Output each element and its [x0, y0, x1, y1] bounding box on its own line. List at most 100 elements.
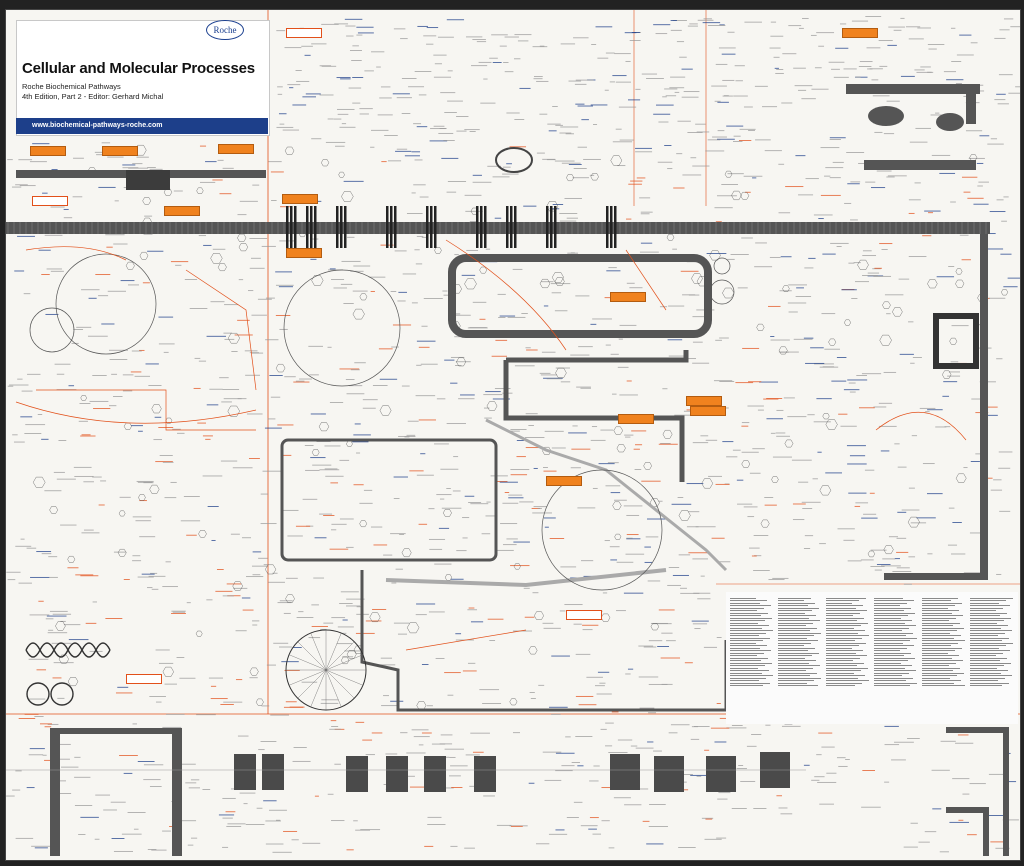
- label-text: [413, 736, 430, 738]
- legend-line: [778, 627, 817, 629]
- label-text: [900, 75, 915, 77]
- label-text: [397, 633, 408, 635]
- label-text: [512, 630, 533, 632]
- label-text: [279, 328, 288, 330]
- label-text: [279, 646, 292, 648]
- label-text: [752, 177, 757, 179]
- molecule-structure: [196, 187, 204, 194]
- label-text: [356, 26, 374, 28]
- label-text: [901, 509, 920, 511]
- label-text: [916, 517, 936, 519]
- label-text: [202, 475, 223, 477]
- molecule-structure: [125, 261, 135, 270]
- label-text: [542, 751, 562, 753]
- label-text: [542, 622, 554, 624]
- label-text: [775, 72, 784, 74]
- label-text: [226, 825, 242, 827]
- label-text: [339, 518, 354, 520]
- molecule-structure: [709, 250, 721, 261]
- label-text: [942, 395, 950, 397]
- label-text: [560, 43, 576, 45]
- poster-edition: 4th Edition, Part 2 - Editor: Gerhard Mi…: [22, 92, 164, 101]
- legend-line: [874, 685, 910, 686]
- label-text: [355, 829, 371, 831]
- legend-line: [922, 617, 956, 619]
- label-text: [519, 87, 531, 89]
- legend-line: [778, 640, 818, 641]
- label-text: [514, 119, 525, 120]
- label-text: [753, 808, 767, 809]
- molecule-structure: [49, 506, 59, 514]
- section-tag: [164, 206, 200, 216]
- label-text: [350, 369, 360, 371]
- label-text: [210, 698, 228, 700]
- legend-line: [778, 665, 820, 666]
- label-text: [426, 705, 433, 707]
- label-text: [874, 131, 883, 133]
- label-text: [782, 53, 797, 55]
- label-text: [971, 398, 984, 400]
- legend-line: [922, 607, 948, 609]
- label-text: [87, 335, 108, 337]
- molecule-structure: [275, 364, 286, 373]
- label-text: [623, 592, 644, 594]
- label-text: [577, 765, 584, 767]
- label-text: [442, 290, 448, 292]
- pathway-diagram: [6, 10, 1020, 856]
- label-text: [479, 318, 486, 320]
- label-text: [681, 789, 689, 791]
- label-text: [319, 469, 340, 471]
- label-text: [30, 576, 50, 578]
- label-text: [568, 432, 587, 434]
- label-text: [421, 732, 432, 734]
- label-text: [95, 274, 111, 276]
- label-text: [979, 135, 990, 137]
- label-text: [260, 741, 277, 742]
- label-text: [692, 623, 708, 625]
- molecule-structure: [341, 191, 354, 202]
- label-text: [664, 145, 672, 146]
- label-text: [111, 373, 118, 375]
- label-text: [783, 397, 795, 399]
- label-text: [714, 207, 733, 209]
- label-text: [393, 28, 406, 30]
- molecule-structure: [162, 666, 174, 677]
- label-text: [849, 391, 856, 393]
- label-text: [813, 421, 831, 423]
- label-text: [401, 385, 410, 387]
- label-text: [198, 360, 207, 362]
- label-text: [147, 167, 156, 168]
- label-text: [862, 255, 877, 257]
- label-text: [883, 133, 895, 135]
- molecule-structure: [949, 337, 958, 345]
- label-text: [292, 647, 302, 648]
- transmembrane-helix: [476, 206, 479, 248]
- label-text: [109, 405, 117, 407]
- label-text: [98, 295, 109, 297]
- label-text: [644, 546, 651, 548]
- label-text: [668, 732, 678, 734]
- legend-line: [970, 655, 996, 656]
- label-text: [151, 588, 159, 590]
- label-text: [611, 393, 617, 395]
- label-text: [865, 16, 882, 17]
- legend-line: [922, 640, 965, 641]
- label-text: [345, 25, 356, 27]
- website-link[interactable]: www.biochemical-pathways-roche.com: [16, 118, 268, 134]
- label-text: [421, 236, 427, 238]
- label-text: [626, 538, 641, 540]
- label-text: [187, 844, 194, 846]
- molecule-structure: [825, 419, 838, 430]
- label-text: [821, 746, 835, 748]
- section-tag: [566, 610, 602, 620]
- label-text: [98, 504, 105, 506]
- label-text: [163, 351, 169, 353]
- label-text: [736, 479, 744, 481]
- label-text: [538, 684, 545, 686]
- label-text: [640, 211, 653, 213]
- label-text: [74, 475, 94, 477]
- label-text: [268, 161, 282, 163]
- label-text: [56, 478, 76, 480]
- label-text: [643, 646, 657, 648]
- label-text: [34, 847, 48, 849]
